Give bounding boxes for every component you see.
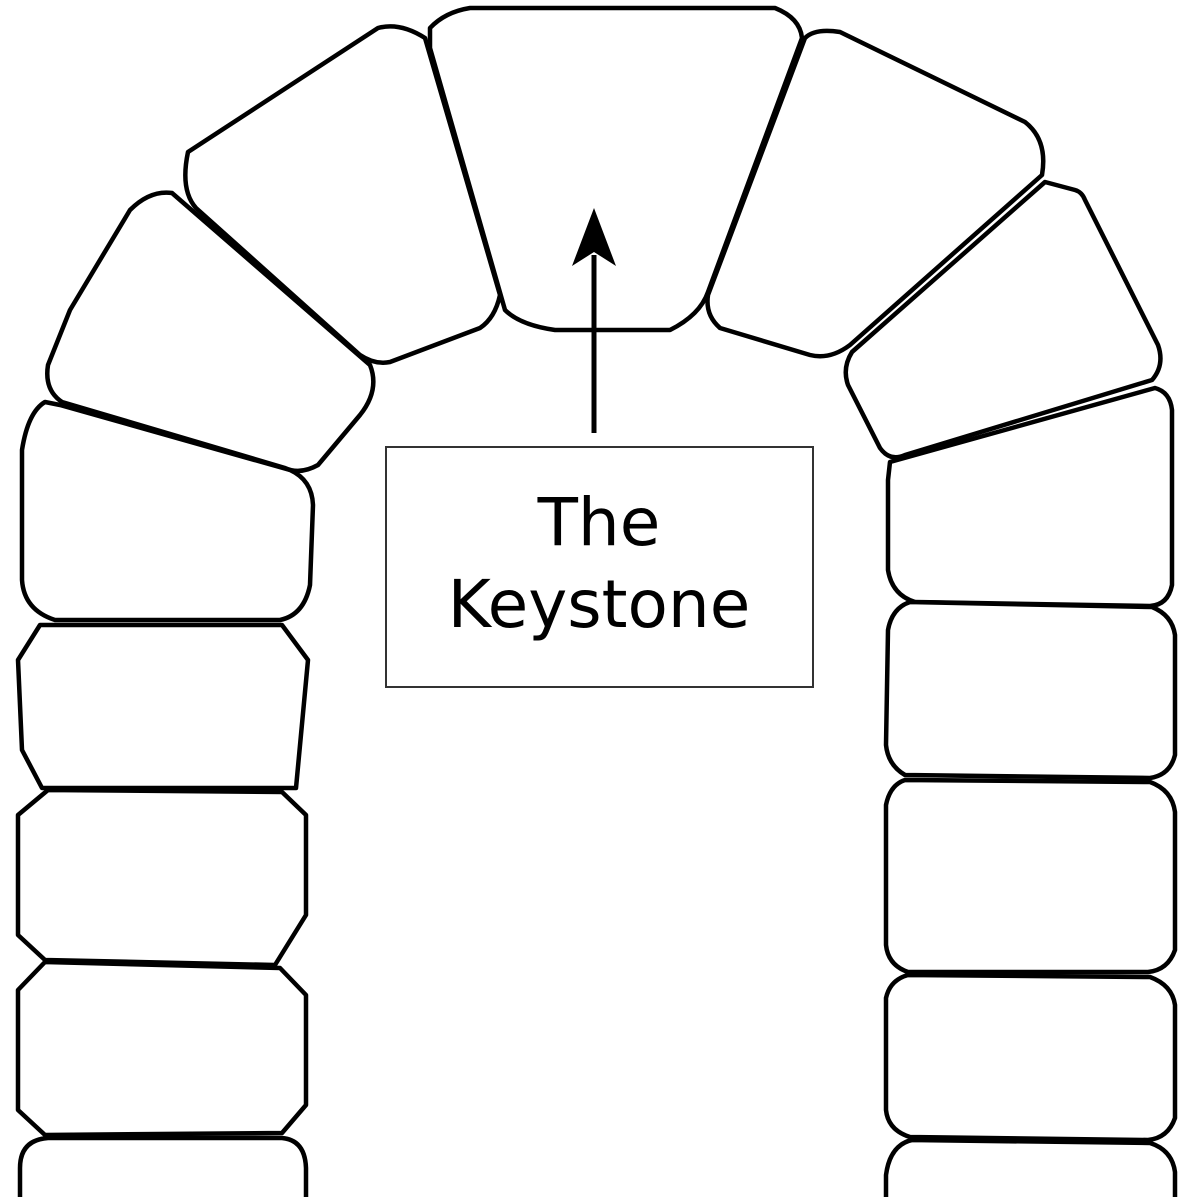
right-pier-stone-2 [886, 602, 1175, 778]
left-pier-stone-5 [20, 1138, 306, 1197]
left-pier-stone-4 [18, 962, 306, 1135]
right-pier-stone-5 [886, 1140, 1175, 1197]
left-pier-stone-3 [18, 790, 306, 965]
left-pier-stone-2 [18, 625, 308, 788]
right-pier-stone-3 [886, 780, 1175, 972]
label-line-2: Keystone [448, 566, 751, 643]
right-pier-stone-4 [886, 975, 1175, 1140]
label-line-1: The [537, 484, 661, 561]
